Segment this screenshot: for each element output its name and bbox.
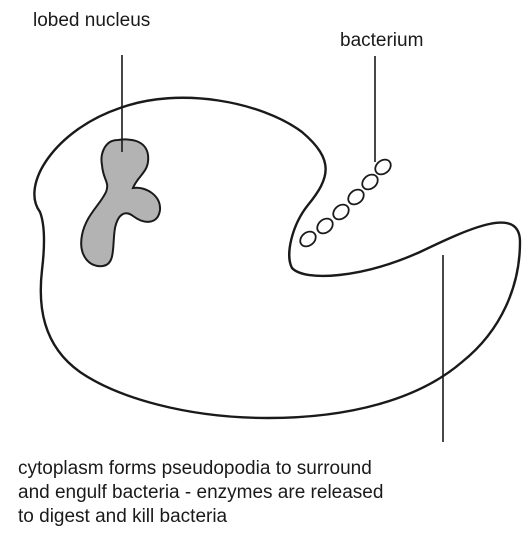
lobed-nucleus xyxy=(81,139,160,266)
bacterium-label: bacterium xyxy=(340,31,423,50)
caption-line: to digest and kill bacteria xyxy=(18,505,518,529)
bacterium-cell xyxy=(297,229,318,250)
bacterium-cell xyxy=(314,216,335,237)
caption-line: cytoplasm forms pseudopodia to surround xyxy=(18,457,518,481)
bacterium-cell xyxy=(359,172,380,193)
caption-line: and engulf bacteria - enzymes are releas… xyxy=(18,481,518,505)
caption: cytoplasm forms pseudopodia to surround … xyxy=(18,457,518,529)
nucleus-label: lobed nucleus xyxy=(33,11,150,30)
bacterium-cell xyxy=(345,187,366,208)
bacterium-cell xyxy=(330,202,351,223)
bacterium-chain xyxy=(297,157,393,250)
